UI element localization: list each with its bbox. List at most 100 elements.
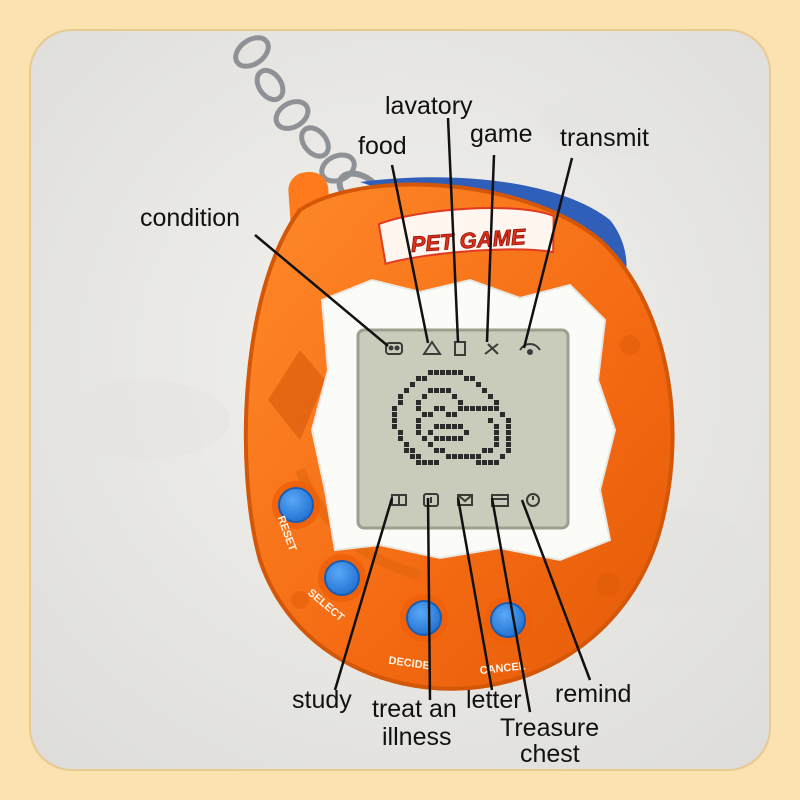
pet-pixel [458, 370, 463, 375]
pet-pixel [398, 436, 403, 441]
pet-pixel [404, 388, 409, 393]
pet-pixel [416, 376, 421, 381]
pet-pixel [440, 388, 445, 393]
pet-pixel [428, 460, 433, 465]
pet-pixel [416, 454, 421, 459]
pet-pixel [506, 442, 511, 447]
pet-pixel [464, 376, 469, 381]
pet-pixel [416, 400, 421, 405]
pet-pixel [452, 424, 457, 429]
pet-pixel [404, 442, 409, 447]
label-letter: letter [466, 686, 522, 714]
pet-pixel [506, 418, 511, 423]
pet-pixel [440, 436, 445, 441]
bottom-icon-row [391, 493, 540, 507]
pet-pixel [488, 406, 493, 411]
remind-icon [526, 493, 540, 507]
label-lavatory: lavatory [385, 92, 473, 120]
pet-pixel [458, 436, 463, 441]
pet-pixel [494, 424, 499, 429]
pet-pixel [440, 406, 445, 411]
pet-pixel [398, 394, 403, 399]
pet-pixel [392, 424, 397, 429]
photo-border [29, 29, 771, 771]
pet-pixel [434, 406, 439, 411]
pet-pixel [452, 394, 457, 399]
pet-pixel [440, 448, 445, 453]
pet-pixel [452, 454, 457, 459]
pet-pixel [476, 406, 481, 411]
pet-pixel [440, 370, 445, 375]
pet-pixel [416, 460, 421, 465]
pet-pixel [488, 418, 493, 423]
reset-button[interactable] [272, 481, 320, 529]
pet-pixel [458, 400, 463, 405]
decide-caption: DECIDE [388, 655, 431, 673]
pet-pixel [506, 430, 511, 435]
pet-pixel [464, 454, 469, 459]
pet-pixel [416, 424, 421, 429]
photo-area: PET GAME [30, 30, 770, 770]
game-icon [484, 343, 499, 355]
pet-pixel [488, 448, 493, 453]
pet-pixel [404, 448, 409, 453]
pet-pixel [422, 436, 427, 441]
pet-pixel [494, 436, 499, 441]
pixel-pet [392, 370, 511, 465]
pet-pixel [446, 388, 451, 393]
pet-pixel [500, 412, 505, 417]
pet-pixel [494, 406, 499, 411]
pet-pixel [452, 370, 457, 375]
food-icon [422, 340, 442, 355]
pet-pixel [398, 430, 403, 435]
callout-labels: lavatory food game transmit condition st… [140, 92, 649, 768]
label-transmit: transmit [560, 124, 649, 152]
pet-pixel [500, 454, 505, 459]
label-study: study [292, 686, 352, 714]
pet-pixel [428, 388, 433, 393]
pet-pixel [422, 376, 427, 381]
top-icon-row [385, 340, 541, 356]
pet-pixel [428, 412, 433, 417]
label-treasure-line2: chest [520, 740, 580, 768]
pet-pixel [410, 448, 415, 453]
label-remind: remind [555, 680, 631, 708]
pet-pixel [434, 460, 439, 465]
pet-pixel [440, 424, 445, 429]
label-treat-line1: treat an [372, 695, 457, 723]
pet-pixel [434, 424, 439, 429]
pet-pixel [488, 460, 493, 465]
pet-pixel [482, 460, 487, 465]
pet-pixel [434, 436, 439, 441]
pet-pixel [458, 424, 463, 429]
pet-pixel [416, 406, 421, 411]
pet-pixel [392, 412, 397, 417]
pet-pixel [446, 436, 451, 441]
condition-icon [385, 342, 403, 355]
pet-pixel [494, 442, 499, 447]
pet-pixel [470, 454, 475, 459]
pet-pixel [494, 430, 499, 435]
pet-pixel [434, 370, 439, 375]
pet-pixel [458, 454, 463, 459]
label-treat-line2: illness [382, 723, 451, 751]
pet-pixel [470, 376, 475, 381]
decide-button[interactable] [400, 594, 448, 642]
label-food: food [358, 132, 407, 160]
pet-pixel [494, 460, 499, 465]
cancel-button[interactable] [484, 596, 532, 644]
pet-pixel [464, 430, 469, 435]
lavatory-icon [454, 341, 466, 356]
pet-pixel [446, 424, 451, 429]
pet-pixel [488, 394, 493, 399]
pet-pixel [392, 418, 397, 423]
pet-pixel [494, 400, 499, 405]
pet-pixel [476, 460, 481, 465]
cancel-caption: CANCEL [479, 660, 526, 677]
pet-pixel [476, 382, 481, 387]
select-button[interactable] [318, 554, 366, 602]
pet-pixel [410, 454, 415, 459]
transmit-icon [519, 343, 541, 355]
pet-pixel [410, 382, 415, 387]
